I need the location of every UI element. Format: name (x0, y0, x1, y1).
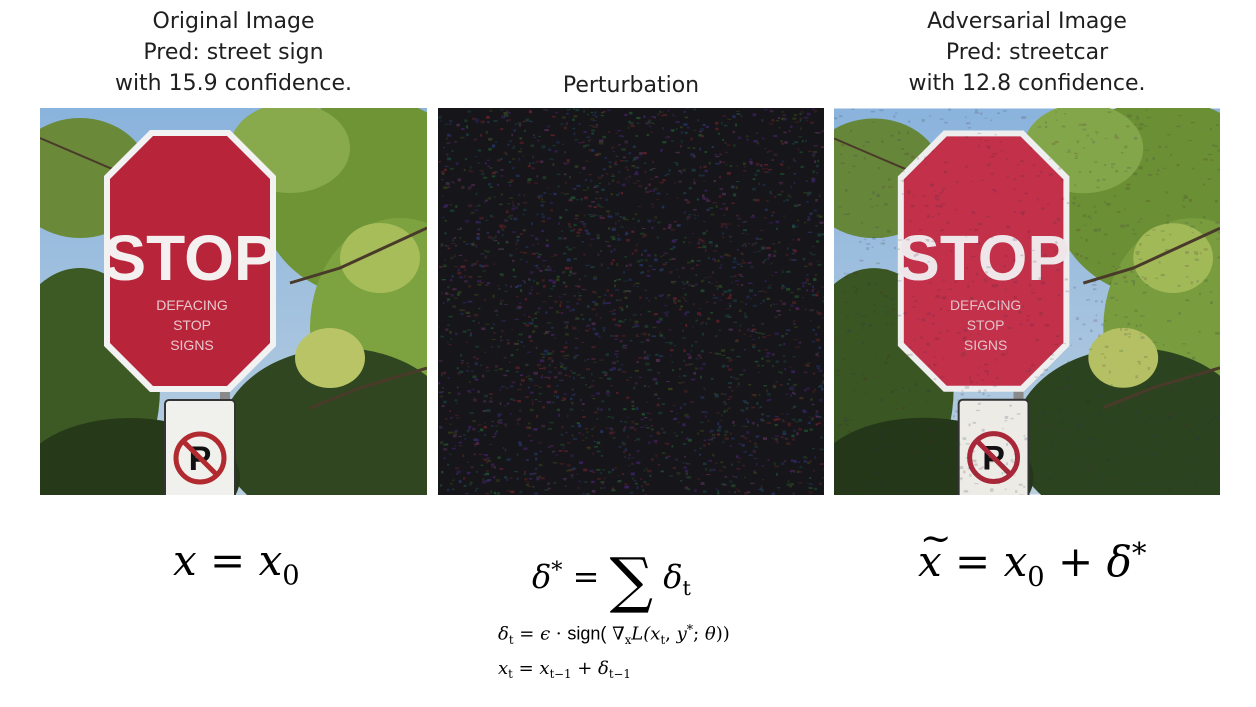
title-line: Pred: street sign (143, 40, 324, 65)
sum-symbol: ∑ (609, 546, 654, 616)
formula-symbol: δ (598, 658, 609, 679)
title-line: with 15.9 confidence. (114, 71, 353, 96)
sign-overlay-line: STOP (967, 317, 1005, 333)
formula-perturbation: δ* = ∑ δt (532, 546, 691, 616)
formula-symbol: x (1003, 537, 1028, 587)
formula-update-delta: δt = ϵ · sign( ∇xL(xt, y*; θ)) (498, 622, 730, 647)
formula-superscript: * (551, 557, 563, 584)
formula-symbol: ϵ (540, 623, 551, 645)
original-image-title: Original Image Pred: street sign with 15… (40, 6, 427, 99)
formula-update-x: xt = xt−1 + δt−1 (498, 658, 631, 682)
title-line: with 12.8 confidence. (908, 71, 1146, 96)
title-line: Original Image (152, 9, 315, 34)
adversarial-image: P STOP DEFACING STOP SIGNS (834, 108, 1220, 495)
formula-symbol: x (918, 516, 951, 586)
formula-subscript: t−1 (549, 667, 572, 682)
title-line: Pred: streetcar (945, 40, 1109, 65)
adversarial-stop-sign-photo: P STOP DEFACING STOP SIGNS (834, 108, 1220, 495)
sign-overlay-line: SIGNS (964, 337, 1007, 353)
title-line: Adversarial Image (927, 9, 1127, 34)
formula-symbol: x (650, 623, 661, 645)
formula-subscript: t (660, 632, 666, 647)
perturbation-title: Perturbation (438, 70, 824, 101)
title-line: Perturbation (562, 73, 700, 98)
sign-overlay-line: DEFACING (156, 297, 228, 313)
sign-main-text: STOP (897, 222, 1070, 294)
formula-adversarial: x = x0 + δ* (918, 516, 1147, 593)
perturbation-image (438, 108, 824, 495)
adversarial-image-title: Adversarial Image Pred: streetcar with 1… (834, 6, 1220, 99)
formula-symbol: x (173, 536, 197, 585)
perturbation-noise (438, 108, 824, 495)
formula-subscript: t (508, 667, 513, 682)
formula-symbol: x (539, 658, 550, 679)
formula-subscript: x (624, 632, 632, 647)
formula-symbol: δ (532, 557, 552, 596)
formula-superscript: * (686, 622, 694, 637)
formula-symbol: θ (704, 623, 716, 645)
original-image: P STOP DEFACING STOP SIGNS (40, 108, 427, 495)
sign-overlay-line: SIGNS (170, 337, 214, 353)
stop-sign-photo: P STOP DEFACING STOP SIGNS (40, 108, 427, 495)
sign-overlay-line: DEFACING (950, 297, 1021, 313)
loss-function: L( (631, 623, 651, 645)
formula-original: x = x0 (173, 536, 300, 592)
nabla-symbol: ∇ (612, 623, 625, 645)
formula-subscript: 0 (1027, 561, 1045, 593)
sign-overlay-line: STOP (173, 317, 211, 333)
sign-function: sign( (567, 623, 607, 644)
formula-subscript: t−1 (608, 667, 631, 682)
formula-subscript: t (508, 632, 514, 647)
sign-main-text: STOP (103, 222, 276, 294)
formula-symbol: δ (1106, 537, 1132, 587)
formula-symbol: y (676, 623, 687, 645)
formula-symbol: δ (663, 557, 683, 596)
formula-symbol: δ (498, 623, 509, 645)
formula-subscript: t (682, 575, 691, 600)
formula-subscript: 0 (282, 560, 300, 592)
formula-symbol: x (258, 536, 283, 585)
formula-superscript: * (1131, 536, 1147, 570)
formula-symbol: x (498, 658, 509, 679)
